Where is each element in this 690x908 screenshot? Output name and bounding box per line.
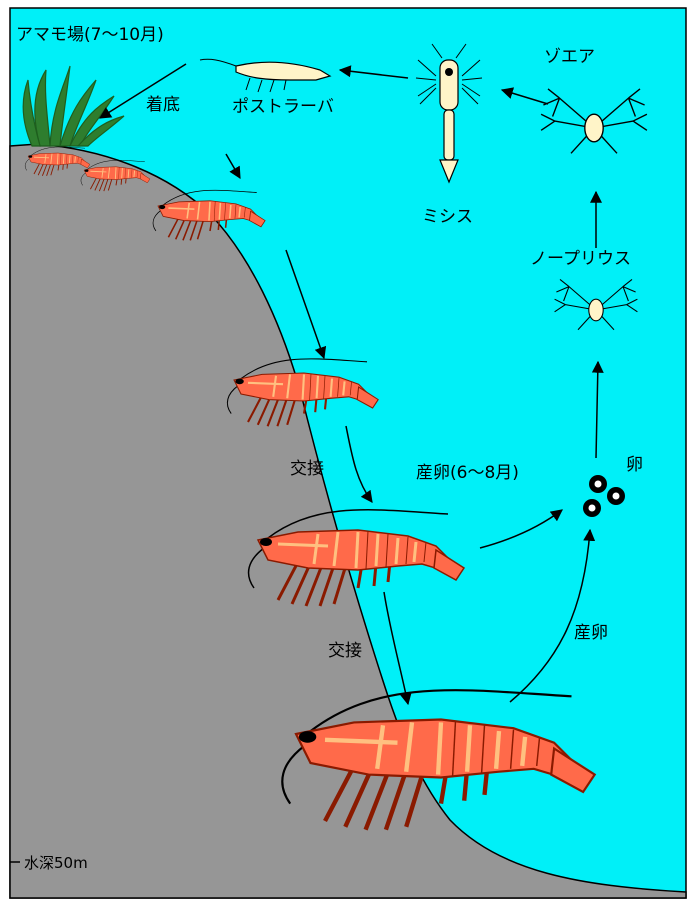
seagrass-bed-label: アマモ場(7〜10月) xyxy=(16,25,164,45)
settlement-label: 着底 xyxy=(146,95,180,115)
spawning-label: 産卵 xyxy=(574,623,608,643)
mating-label-2: 交接 xyxy=(328,641,362,661)
zoea-label: ゾエア xyxy=(544,47,595,67)
nauplius-label: ノープリウス xyxy=(530,249,631,269)
spawning-season-label: 産卵(6〜8月) xyxy=(416,463,519,483)
mysis-label: ミシス xyxy=(422,207,473,227)
postlarva-label: ポストラーバ xyxy=(232,97,334,117)
egg-label: 卵 xyxy=(626,455,643,475)
depth-label: 水深50m xyxy=(24,854,88,872)
mating-label-1: 交接 xyxy=(290,459,324,479)
